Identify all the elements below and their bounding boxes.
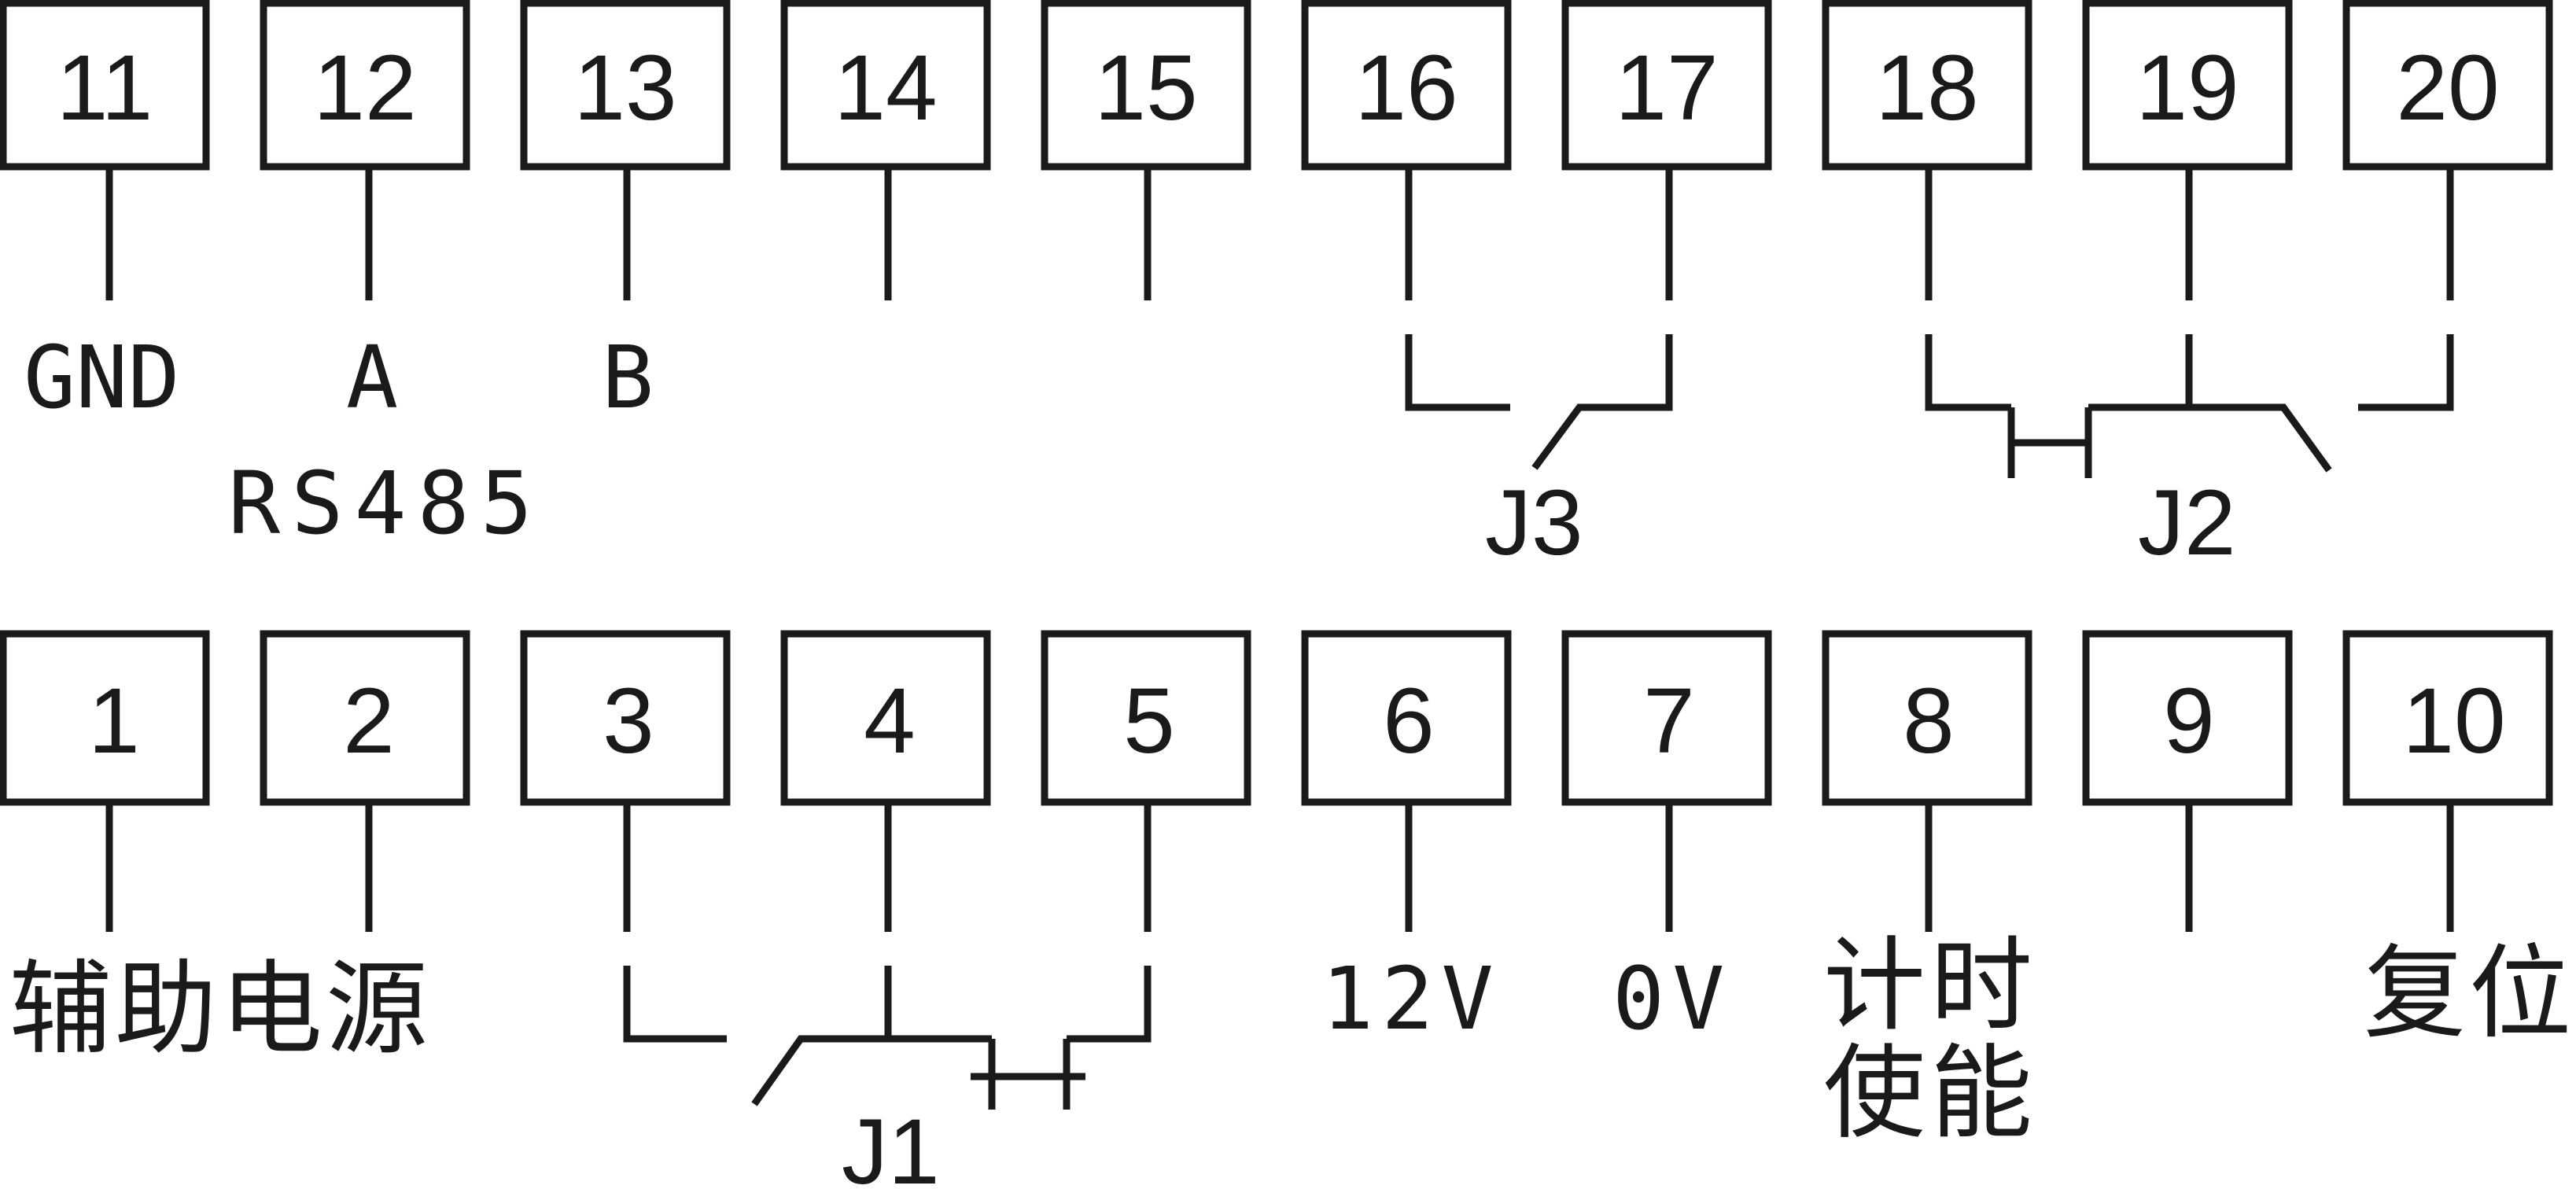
relay-j3-contact	[1405, 334, 1673, 470]
terminal-11-number: 11	[57, 36, 153, 140]
terminal-19: 19	[2082, 0, 2293, 171]
terminal-19-number: 19	[2136, 36, 2239, 140]
terminal-17: 17	[1561, 0, 1772, 171]
bottom-terminal-row: 1 2 3 4 5 6 7 8 9 10	[0, 630, 2553, 806]
terminal-11: 11	[0, 0, 210, 171]
terminal-14-number: 14	[834, 36, 937, 140]
terminal-20: 20	[2342, 0, 2553, 171]
terminal-10: 10	[2342, 630, 2553, 806]
terminal-10-number: 10	[2402, 669, 2505, 773]
terminal-12: 12	[260, 0, 470, 171]
reset-label: 复位	[2364, 933, 2574, 1053]
rs485-label: RS485	[228, 453, 544, 554]
terminal-5: 5	[1041, 630, 1251, 806]
rs485-b-label: B	[602, 327, 654, 428]
relay-j1-label: J1	[842, 1100, 940, 1189]
top-leads	[105, 167, 2454, 300]
terminal-4: 4	[780, 630, 991, 806]
terminal-8: 8	[1822, 630, 2032, 806]
top-terminal-row: 11 12 13 14 15 16 17 18 19 20	[0, 0, 2553, 171]
timing-enable-label-line2: 使能	[1823, 1033, 2037, 1153]
relay-j2-contact	[1925, 334, 2454, 478]
terminal-7: 7	[1561, 630, 1772, 806]
terminal-13-number: 13	[573, 36, 676, 140]
relay-j3-label: J3	[1485, 471, 1583, 575]
bottom-leads	[105, 802, 2454, 932]
terminal-18-number: 18	[1875, 36, 1978, 140]
terminal-16-number: 16	[1354, 36, 1458, 140]
terminal-8-number: 8	[1903, 669, 1955, 773]
timing-enable-label-line1: 计时	[1823, 926, 2037, 1045]
terminal-7-number: 7	[1643, 669, 1695, 773]
terminal-1-number: 1	[88, 669, 140, 773]
terminal-15-number: 15	[1094, 36, 1197, 140]
terminal-6: 6	[1301, 630, 1512, 806]
terminal-18: 18	[1822, 0, 2032, 171]
terminal-13: 13	[520, 0, 731, 171]
aux-power-label: 辅助电源	[9, 949, 431, 1069]
terminal-9-number: 9	[2163, 669, 2215, 773]
terminal-2-number: 2	[343, 669, 395, 773]
terminal-17-number: 17	[1615, 36, 1718, 140]
relay-j1-contact	[623, 966, 1152, 1110]
0v-label: 0V	[1612, 948, 1732, 1049]
terminal-3: 3	[520, 630, 731, 806]
terminal-15: 15	[1041, 0, 1251, 171]
relay-j2-label: J2	[2138, 471, 2236, 575]
terminal-4-number: 4	[864, 669, 916, 773]
terminal-16: 16	[1301, 0, 1512, 171]
terminal-3-number: 3	[603, 669, 654, 773]
gnd-label: GND	[24, 327, 180, 428]
terminal-2: 2	[260, 630, 470, 806]
terminal-14: 14	[780, 0, 991, 171]
terminal-6-number: 6	[1383, 669, 1435, 773]
12v-label: 12V	[1321, 948, 1502, 1049]
terminal-12-number: 12	[313, 36, 416, 140]
rs485-a-label: A	[346, 327, 398, 428]
terminal-20-number: 20	[2396, 36, 2499, 140]
terminal-1: 1	[0, 630, 210, 806]
terminal-5-number: 5	[1123, 669, 1175, 773]
terminal-9: 9	[2082, 630, 2293, 806]
